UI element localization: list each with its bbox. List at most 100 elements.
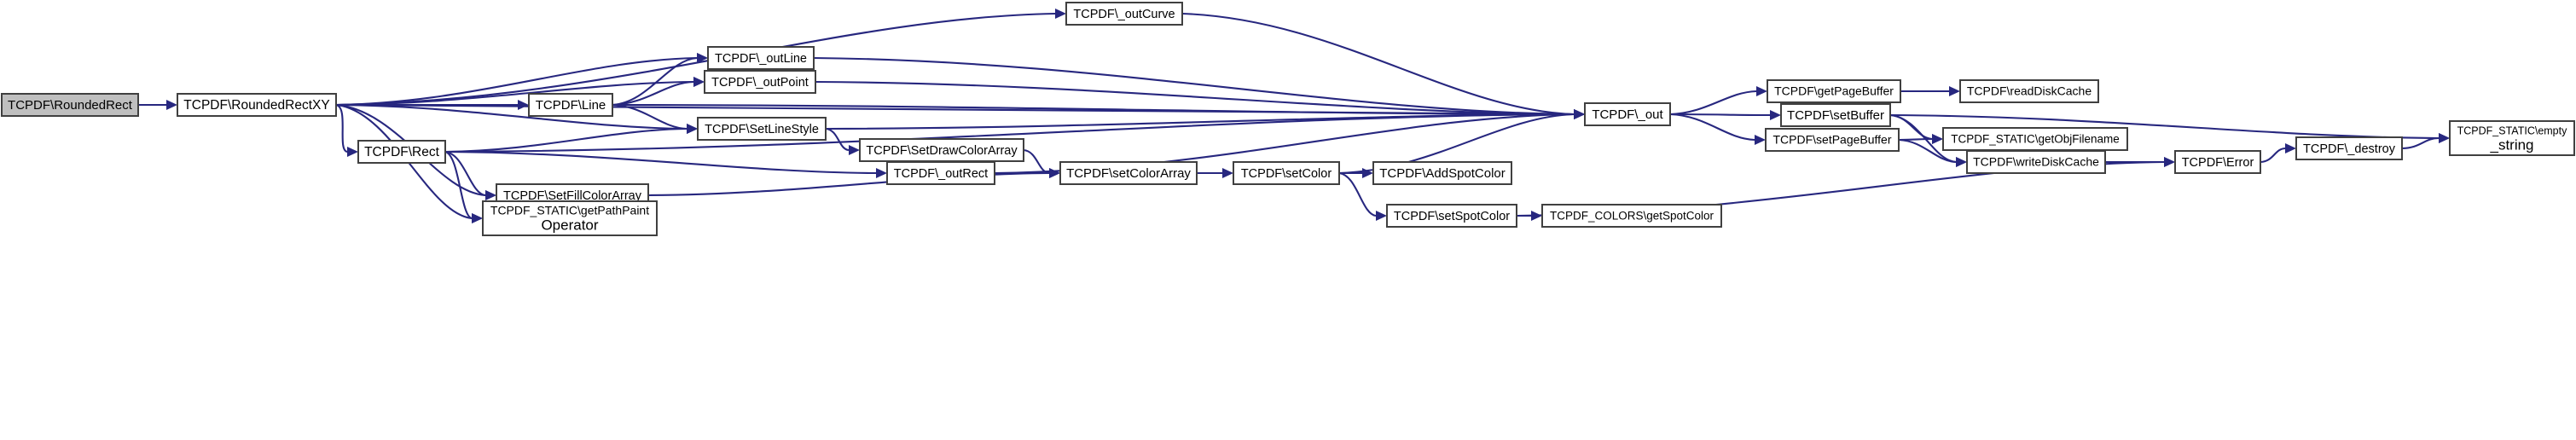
node-box: [482, 200, 658, 236]
call-edge: [335, 12, 1056, 107]
graph-node-getobjfilename[interactable]: TCPDF_STATIC\getObjFilename: [1942, 127, 2128, 151]
call-edge: [612, 56, 698, 107]
node-label: TCPDF\SetDrawColorArray: [866, 144, 1018, 158]
graph-node-setcolor[interactable]: TCPDF\setColor: [1233, 161, 1340, 185]
edge-arrowhead: [347, 147, 358, 157]
node-label: TCPDF\setBuffer: [1787, 108, 1884, 123]
node-box: [1386, 204, 1517, 228]
node-label: TCPDF\AddSpotColor: [1379, 166, 1506, 181]
call-edge: [444, 150, 486, 197]
graph-node-rect[interactable]: TCPDF\Rect: [357, 140, 446, 164]
graph-node-getspotcolor[interactable]: TCPDF_COLORS\getSpotColor: [1541, 204, 1722, 228]
node-box: [528, 93, 613, 117]
graph-node-setdrawcolorarray[interactable]: TCPDF\SetDrawColorArray: [859, 138, 1024, 162]
call-edge: [815, 80, 1575, 116]
node-label: TCPDF\setColorArray: [1066, 166, 1191, 181]
edge-arrowhead: [472, 213, 483, 223]
edge-arrowhead: [166, 100, 177, 110]
call-edge: [825, 127, 850, 152]
call-edge: [444, 113, 1575, 153]
node-label: TCPDF\setSpotColor: [1394, 210, 1510, 223]
edge-arrowhead: [687, 124, 698, 134]
call-edge: [1898, 138, 1957, 164]
node-box: [1541, 204, 1722, 228]
graph-node-readdiskcache[interactable]: TCPDF\readDiskCache: [1959, 79, 2099, 103]
node-label: TCPDF\_out: [1592, 107, 1663, 122]
node-box: [2295, 136, 2403, 160]
graph-node-emptystring[interactable]: TCPDF_STATIC\empty_string: [2449, 120, 2575, 156]
call-edge: [612, 103, 1575, 116]
graph-node-outpoint[interactable]: TCPDF\_outPoint: [704, 70, 816, 94]
node-box: [177, 93, 337, 117]
node-box: [1765, 128, 1900, 152]
node-label: TCPDF\Line: [536, 98, 606, 113]
node-box: [1942, 127, 2128, 151]
call-edge: [444, 150, 473, 220]
edge-arrowhead: [697, 53, 708, 63]
node-label: TCPDF\_outLine: [715, 52, 807, 66]
edge-arrowhead: [1770, 110, 1781, 120]
edge-arrowhead: [1956, 157, 1967, 167]
node-box: [1959, 79, 2099, 103]
graph-node-setspotcolor[interactable]: TCPDF\setSpotColor: [1386, 204, 1517, 228]
graph-node-setpagebuffer[interactable]: TCPDF\setPageBuffer: [1765, 128, 1900, 152]
node-box: [1767, 79, 1901, 103]
graph-node-getpagebuffer[interactable]: TCPDF\getPageBuffer: [1767, 79, 1901, 103]
graph-node-outrect[interactable]: TCPDF\_outRect: [886, 161, 995, 185]
node-label: TCPDF\SetFillColorArray: [503, 189, 642, 203]
graph-node-setbuffer[interactable]: TCPDF\setBuffer: [1780, 103, 1891, 127]
call-edge: [1181, 12, 1575, 116]
node-label: TCPDF\Error: [2182, 156, 2254, 170]
graph-node-error[interactable]: TCPDF\Error: [2174, 150, 2261, 174]
edge-arrowhead: [1222, 168, 1233, 178]
edge-arrowhead: [876, 168, 887, 178]
call-edge: [612, 80, 694, 107]
edge-arrowhead: [1049, 168, 1060, 178]
node-box: [1, 93, 139, 117]
node-label: TCPDF\RoundedRect: [8, 98, 133, 113]
edge-arrowhead: [1949, 86, 1960, 96]
graph-node-writediskcache[interactable]: TCPDF\writeDiskCache: [1966, 150, 2106, 174]
node-box: [357, 140, 446, 164]
node-label: TCPDF\_outCurve: [1073, 8, 1175, 21]
call-edge: [335, 80, 694, 107]
node-box: [1059, 161, 1198, 185]
node-box: [1372, 161, 1512, 185]
node-box: [697, 117, 827, 141]
node-label-line1: TCPDF_STATIC\empty: [2457, 124, 2567, 136]
graph-node-setlinestyle[interactable]: TCPDF\SetLineStyle: [697, 117, 827, 141]
node-box: [1584, 102, 1671, 126]
node-label: TCPDF\readDiskCache: [1967, 84, 2092, 98]
edge-arrowhead: [1055, 9, 1066, 19]
node-label-line2: Operator: [541, 217, 598, 233]
call-edge: [647, 171, 1050, 197]
edge-arrowhead: [518, 100, 529, 110]
node-layer: TCPDF\RoundedRect TCPDF\RoundedRectXY TCPD…: [1, 2, 2575, 236]
node-box: [1966, 150, 2106, 174]
graph-node-roundedrect[interactable]: TCPDF\RoundedRect: [1, 93, 139, 117]
node-label: TCPDF_COLORS\getSpotColor: [1550, 210, 1714, 223]
node-label: TCPDF\SetLineStyle: [705, 123, 819, 136]
graph-node-outline[interactable]: TCPDF\_outLine: [707, 46, 815, 70]
node-box: [1065, 2, 1183, 26]
node-box: [2449, 120, 2575, 156]
graph-node-addspotcolor[interactable]: TCPDF\AddSpotColor: [1372, 161, 1512, 185]
call-edge: [2260, 147, 2286, 164]
graph-node-roundedrectxy[interactable]: TCPDF\RoundedRectXY: [177, 93, 337, 117]
node-box: [859, 138, 1024, 162]
call-edge: [1669, 113, 1755, 142]
graph-node-outcurve[interactable]: TCPDF\_outCurve: [1065, 2, 1183, 26]
graph-node-line[interactable]: TCPDF\Line: [528, 93, 613, 117]
edge-arrowhead: [2285, 143, 2296, 153]
graph-node-out[interactable]: TCPDF\_out: [1584, 102, 1671, 126]
edge-arrowhead: [1376, 211, 1387, 221]
edge-arrowhead: [1574, 109, 1585, 119]
node-box: [704, 70, 816, 94]
graph-node-destroy[interactable]: TCPDF\_destroy: [2295, 136, 2403, 160]
edge-arrowhead: [2164, 157, 2175, 167]
graph-node-setcolorarray[interactable]: TCPDF\setColorArray: [1059, 161, 1198, 185]
node-label: TCPDF\_destroy: [2303, 142, 2396, 156]
edge-arrowhead: [693, 77, 705, 87]
